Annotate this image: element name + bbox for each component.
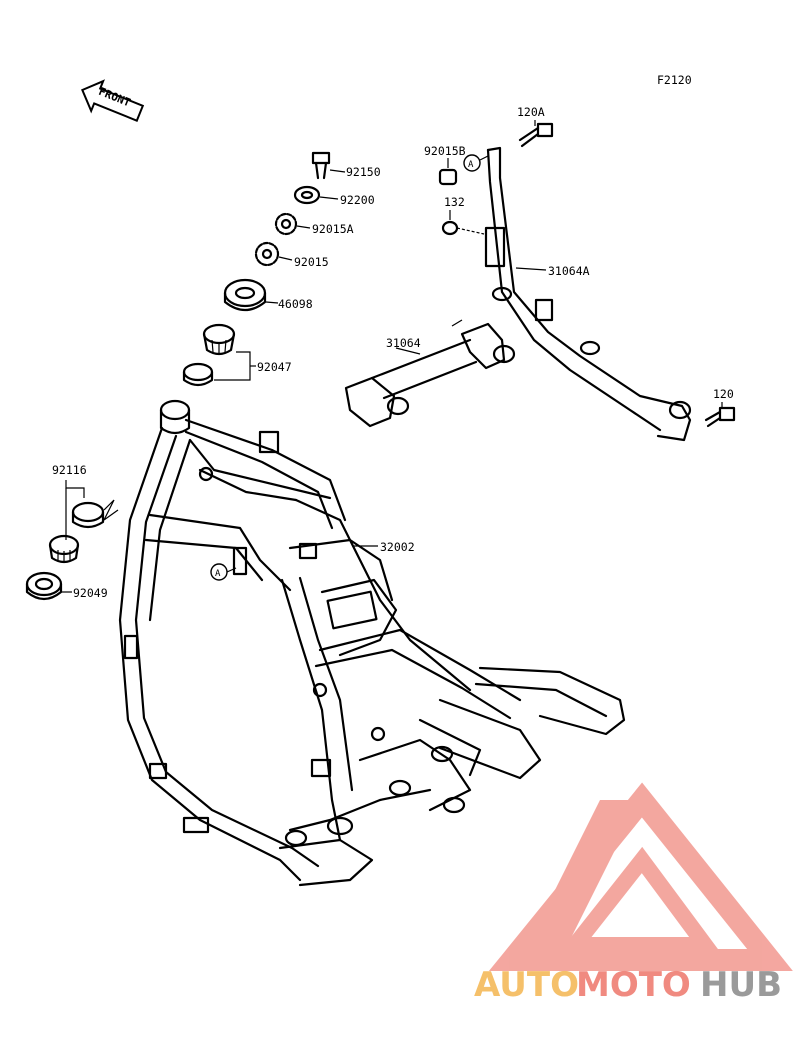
nut-92015A [274,212,298,236]
label-46098: 46098 [278,297,313,311]
callout-A-tube-icon [463,154,481,172]
label-92015: 92015 [294,255,329,269]
bolt-92150 [311,151,331,180]
watermark-moto: MOTO [576,965,691,1005]
nut-92015 [254,241,280,267]
label-32002: 32002 [380,540,415,554]
bolt-132 [441,220,485,236]
label-92015A: 92015A [312,222,354,236]
watermark-auto: AUTO [474,965,579,1005]
label-92015B: 92015B [424,144,466,158]
label-92200: 92200 [340,193,375,207]
label-92150: 92150 [346,165,381,179]
front-arrow-icon [81,79,145,122]
bearing-92116-lower [48,534,80,564]
seal-92049 [25,571,63,601]
label-120A: 120A [517,105,545,119]
callout-A-frame: A [215,569,221,579]
bearing-92116-upper [71,501,105,529]
bolt-120 [704,406,736,428]
label-120: 120 [713,387,734,401]
watermark-text: AUTO MOTO HUB [474,965,782,1005]
label-92049: 92049 [73,586,108,600]
washer-92200 [293,185,321,205]
bolt-120A [518,122,554,148]
label-132: 132 [444,195,465,209]
cross-member-31064 [344,319,516,428]
main-frame-32002 [118,399,626,887]
label-31064A: 31064A [548,264,590,278]
label-31064: 31064 [386,336,421,350]
callout-A-tube: A [468,160,474,170]
watermark-hub: HUB [700,965,782,1005]
race-92047-lower [182,362,214,387]
down-tube-31064A [484,146,692,442]
watermark-logo-icon [488,782,793,971]
bearing-92047-upper [202,323,236,356]
label-92116: 92116 [52,463,87,477]
spacer-46098 [223,278,267,312]
nut-92015B [438,168,458,186]
label-92047: 92047 [257,360,292,374]
figure-code: F2120 [657,73,692,87]
